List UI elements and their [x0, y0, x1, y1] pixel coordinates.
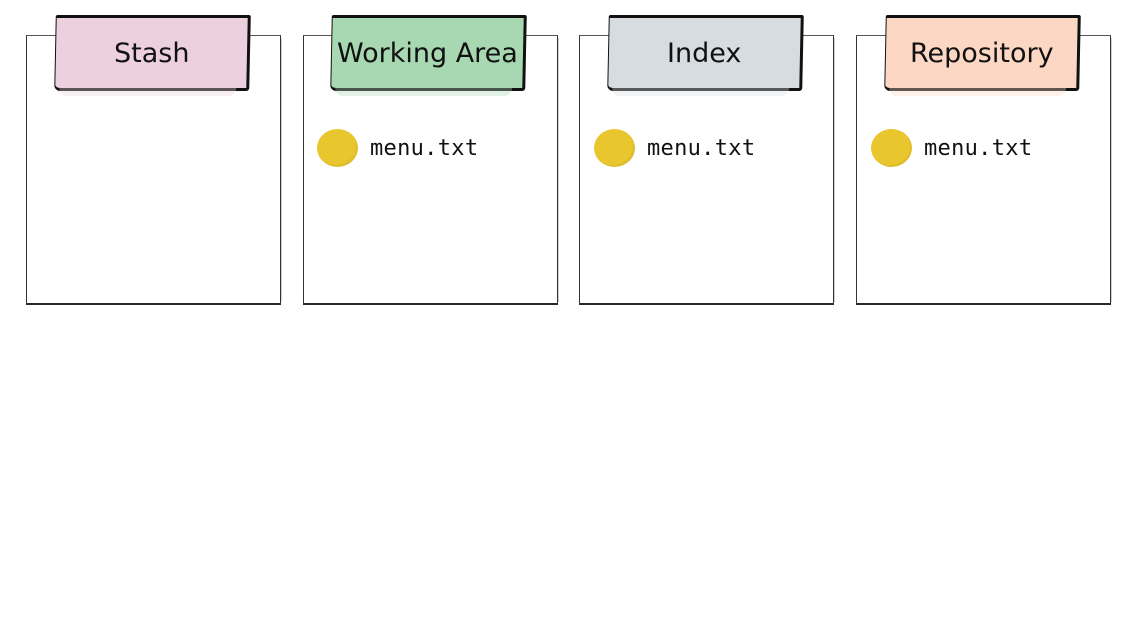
working-area-file-name: menu.txt: [370, 135, 479, 161]
stash-title: Stash: [113, 37, 190, 69]
index-file-item: menu.txt: [594, 128, 755, 168]
file-dot-icon: [871, 129, 912, 167]
repository-file-name: menu.txt: [924, 135, 1033, 161]
working-area-title: Working Area: [337, 37, 518, 69]
index-title: Index: [667, 37, 742, 69]
index-tab: Index: [607, 15, 804, 91]
repository-file-item: menu.txt: [871, 128, 1032, 168]
working-area-file-item: menu.txt: [317, 128, 478, 168]
index-file-name: menu.txt: [647, 135, 756, 161]
file-dot-icon: [594, 129, 635, 167]
stash-tab: Stash: [54, 15, 251, 91]
working-area-tab: Working Area: [330, 15, 527, 91]
file-dot-icon: [317, 129, 358, 167]
repository-title: Repository: [909, 37, 1054, 69]
repository-tab: Repository: [884, 15, 1081, 91]
